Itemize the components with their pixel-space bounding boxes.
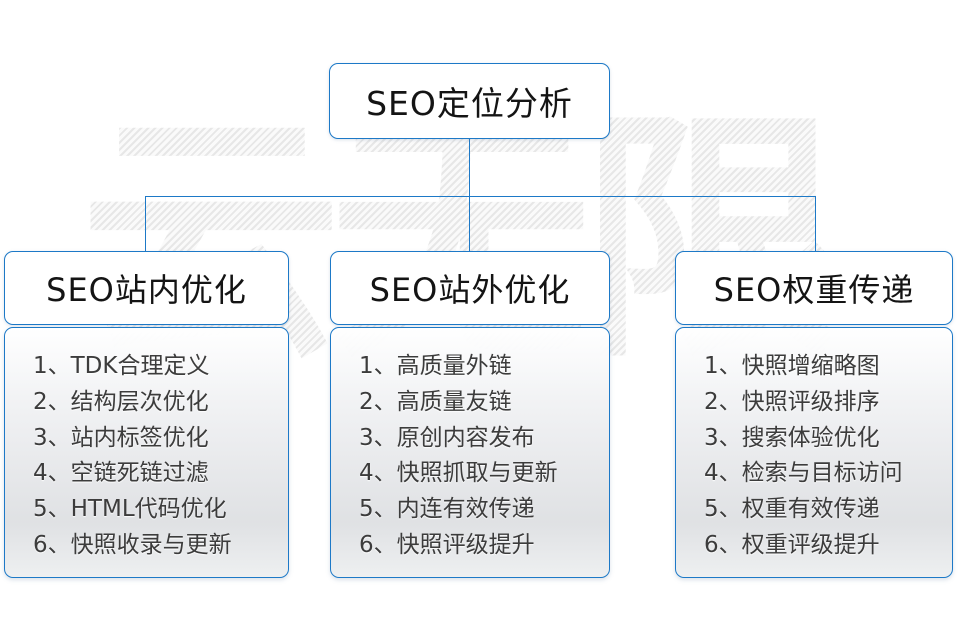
connector-root-vertical [469, 139, 470, 197]
connector-left-vertical [145, 197, 146, 252]
list-item: 2、高质量友链 [359, 388, 512, 415]
column-offsite-header: SEO站外优化 [330, 251, 610, 325]
root-node: SEO定位分析 [329, 63, 610, 139]
list-item: 6、快照收录与更新 [33, 531, 232, 558]
list-item: 3、站内标签优化 [33, 424, 209, 451]
list-item: 2、结构层次优化 [33, 388, 209, 415]
column-offsite-seo: SEO站外优化 1、高质量外链 2、高质量友链 3、原创内容发布 4、快照抓取与… [330, 251, 610, 578]
column-onsite-title: SEO站内优化 [46, 271, 247, 309]
list-item: 1、TDK合理定义 [33, 353, 210, 379]
list-item: 5、HTML代码优化 [33, 496, 227, 523]
list-item: 4、快照抓取与更新 [359, 460, 558, 487]
list-item: 2、快照评级排序 [704, 388, 880, 415]
root-node-title: SEO定位分析 [366, 84, 573, 123]
list-item: 5、内连有效传递 [359, 496, 535, 523]
column-weight-title: SEO权重传递 [713, 271, 915, 309]
connector-right-vertical [815, 197, 816, 252]
column-offsite-title: SEO站外优化 [369, 271, 571, 309]
connector-middle-vertical [469, 197, 470, 252]
list-item: 3、搜索体验优化 [704, 424, 880, 451]
list-item: 4、空链死链过滤 [33, 460, 209, 487]
list-item: 3、原创内容发布 [359, 424, 535, 451]
column-onsite-list: 1、TDK合理定义 2、结构层次优化 3、站内标签优化 4、空链死链过滤 5、H… [4, 327, 289, 578]
column-weight-transfer: SEO权重传递 1、快照增缩略图 2、快照评级排序 3、搜索体验优化 4、检索与… [675, 251, 953, 578]
column-weight-list: 1、快照增缩略图 2、快照评级排序 3、搜索体验优化 4、检索与目标访问 5、权… [675, 327, 953, 578]
column-onsite-seo: SEO站内优化 1、TDK合理定义 2、结构层次优化 3、站内标签优化 4、空链… [4, 251, 289, 578]
list-item: 5、权重有效传递 [704, 496, 880, 523]
list-item: 1、快照增缩略图 [704, 353, 880, 379]
list-item: 6、快照评级提升 [359, 531, 535, 558]
list-item: 1、高质量外链 [359, 353, 512, 379]
list-item: 6、权重评级提升 [704, 531, 880, 558]
list-item: 4、检索与目标访问 [704, 460, 903, 487]
column-offsite-list: 1、高质量外链 2、高质量友链 3、原创内容发布 4、快照抓取与更新 5、内连有… [330, 327, 610, 578]
column-onsite-header: SEO站内优化 [4, 251, 289, 325]
connector-horizontal [145, 196, 816, 197]
column-weight-header: SEO权重传递 [675, 251, 953, 325]
